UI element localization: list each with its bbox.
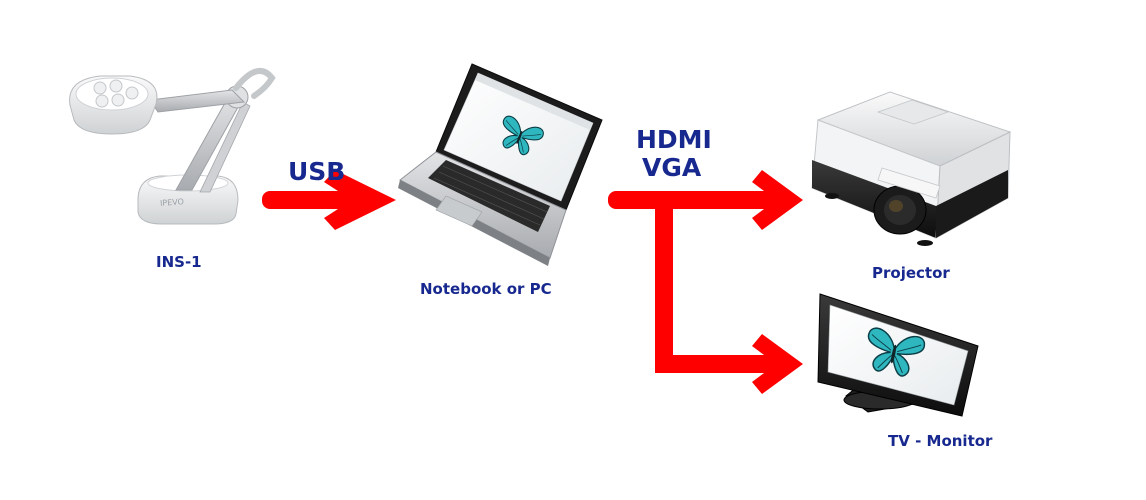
projector-label: Projector [872,264,950,282]
monitor-illustration [817,293,979,417]
hdmi-connection-label: HDMI [636,125,712,154]
camera-brand-mark: IPEVO [159,197,185,208]
projector-illustration [811,91,1012,246]
video-output-arrow [608,170,803,394]
camera-label: INS-1 [156,253,202,271]
vga-connection-label: VGA [642,153,702,182]
usb-arrow [262,170,396,230]
usb-connection-label: USB [288,157,346,186]
document-camera-illustration [69,67,276,225]
laptop-label: Notebook or PC [420,280,552,298]
monitor-label: TV - Monitor [888,432,993,450]
laptop-illustration [398,63,603,266]
